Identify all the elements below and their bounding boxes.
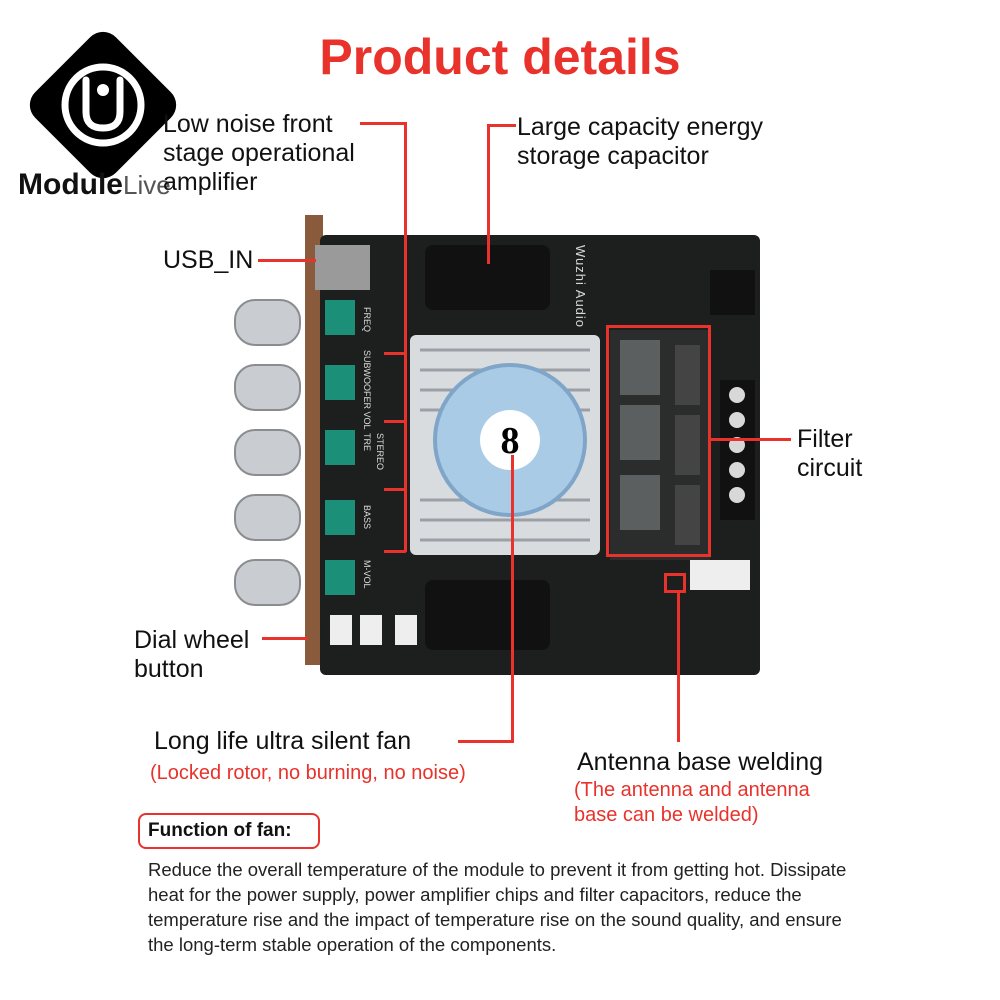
callout-fan-note: (Locked rotor, no burning, no noise) <box>150 762 466 784</box>
callout-opamp-line-h <box>360 122 406 125</box>
callout-opamp-tick-3 <box>384 488 406 491</box>
callout-opamp-tick-4 <box>384 550 406 553</box>
callout-usb-label: USB_IN <box>163 246 254 274</box>
function-description: Reduce the overall temperature of the mo… <box>148 859 847 955</box>
callout-antenna-note: (The antenna and antenna base can be wel… <box>574 779 810 826</box>
svg-text:8: 8 <box>501 420 520 462</box>
knob-label-tre: TRE <box>362 433 372 451</box>
board-silk-brand: Wuzhi Audio <box>573 245 588 329</box>
knob-label-freq: FREQ <box>362 307 372 333</box>
callout-filter-label: Filter circuit <box>797 425 863 482</box>
callout-dial-label: Dial wheel button <box>134 626 250 683</box>
brand-name: ModuleLive <box>18 168 171 202</box>
amplifier-board-photo: 8 Wuzhi Audio FREQ SUBWOOF <box>230 215 790 685</box>
callout-opamp-tick-1 <box>384 352 406 355</box>
callout-capacitor-line-h <box>488 124 516 127</box>
logo-icon <box>29 31 177 179</box>
filter-circuit-box <box>606 325 711 557</box>
callout-capacitor-line-v <box>487 124 490 264</box>
callout-opamp-label: Low noise front stage operational amplif… <box>163 110 355 196</box>
callout-fan-line-v <box>511 455 514 743</box>
function-title-box: Function of fan: <box>138 813 320 849</box>
callout-fan-line-h <box>458 740 514 743</box>
brand-logo <box>28 30 178 180</box>
antenna-base-box <box>664 573 686 593</box>
page-title: Product details <box>319 29 681 85</box>
callout-dial-line <box>262 637 308 640</box>
callout-opamp-line-v <box>404 122 407 552</box>
knob-label-m-vol: M-VOL <box>362 560 372 589</box>
knob-label-subwoofer-vol: SUBWOOFER VOL <box>362 350 372 430</box>
board-graphic: 8 <box>234 215 760 675</box>
callout-filter-line <box>711 438 791 441</box>
callout-capacitor-label: Large capacity energy storage capacitor <box>517 113 763 170</box>
knob-label-bass: BASS <box>362 505 372 530</box>
knob-label-stereo: STEREO <box>375 433 385 471</box>
callout-fan-label: Long life ultra silent fan <box>154 727 412 755</box>
callout-usb-line <box>258 259 316 262</box>
callout-antenna-label: Antenna base welding <box>577 748 824 776</box>
callout-antenna-line-v <box>677 592 680 742</box>
brand-name-suffix: Live <box>123 170 171 200</box>
callout-opamp-tick-2 <box>384 420 406 423</box>
brand-name-main: Module <box>18 168 123 201</box>
